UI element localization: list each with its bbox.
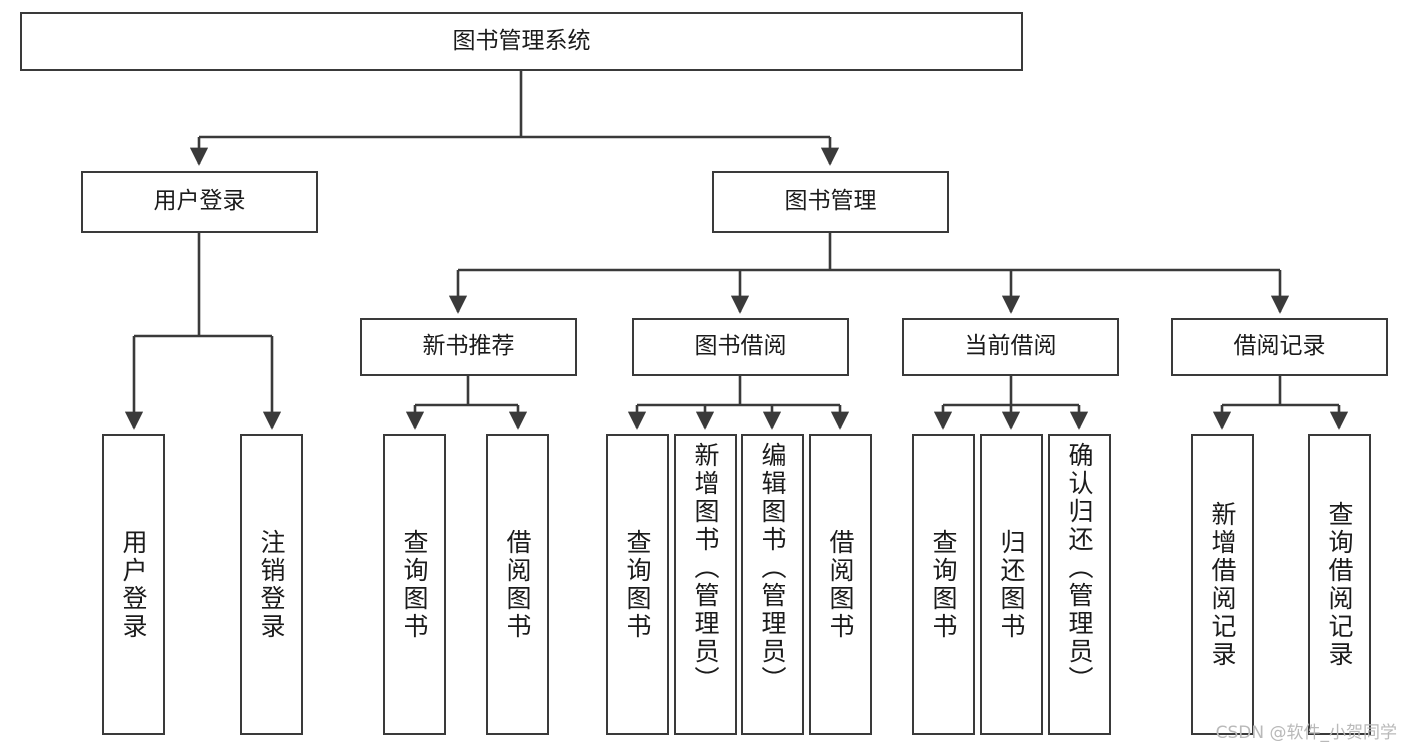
node-label: 借阅图书 (826, 528, 855, 641)
node-label: 图书管理 (784, 188, 877, 215)
node-new-book-recommend[interactable]: 新书推荐 (360, 318, 577, 376)
node-book-management[interactable]: 图书管理 (712, 171, 949, 233)
leaf-new-book-borrow[interactable]: 借阅图书 (486, 434, 549, 735)
node-label: 借阅记录 (1233, 333, 1326, 360)
node-user-login[interactable]: 用户登录 (81, 171, 318, 233)
node-label: 图书借阅 (694, 333, 787, 360)
csdn-watermark: CSDN @软件_小贺同学 (1215, 723, 1397, 743)
node-label: 查询图书 (929, 528, 958, 641)
node-book-borrow[interactable]: 图书借阅 (632, 318, 849, 376)
node-label: 当前借阅 (964, 333, 1057, 360)
leaf-book-borrow-add[interactable]: 新增图书（管理员） (674, 434, 737, 735)
node-root-system[interactable]: 图书管理系统 (20, 12, 1023, 71)
leaf-book-borrow-edit[interactable]: 编辑图书（管理员） (741, 434, 804, 735)
node-label: 确认归还（管理员） (1065, 442, 1094, 694)
node-label: 用户登录 (119, 528, 148, 641)
node-label: 图书管理系统 (452, 27, 591, 54)
leaf-current-borrow-confirm-return[interactable]: 确认归还（管理员） (1048, 434, 1111, 735)
leaf-book-borrow-borrow[interactable]: 借阅图书 (809, 434, 872, 735)
node-borrow-record[interactable]: 借阅记录 (1171, 318, 1388, 376)
node-current-borrow[interactable]: 当前借阅 (902, 318, 1119, 376)
node-label: 查询借阅记录 (1325, 500, 1354, 669)
node-label: 查询图书 (400, 528, 429, 641)
leaf-current-borrow-return[interactable]: 归还图书 (980, 434, 1043, 735)
node-label: 借阅图书 (503, 528, 532, 641)
node-label: 用户登录 (153, 188, 246, 215)
leaf-new-book-query[interactable]: 查询图书 (383, 434, 446, 735)
node-label: 新增图书（管理员） (691, 442, 720, 694)
node-label: 新增借阅记录 (1208, 500, 1237, 669)
leaf-borrow-record-add[interactable]: 新增借阅记录 (1191, 434, 1254, 735)
node-label: 查询图书 (623, 528, 652, 641)
leaf-current-borrow-query[interactable]: 查询图书 (912, 434, 975, 735)
node-label: 新书推荐 (422, 333, 515, 360)
leaf-user-login-login[interactable]: 用户登录 (102, 434, 165, 735)
node-label: 注销登录 (257, 528, 286, 641)
node-label: 归还图书 (997, 528, 1026, 641)
leaf-book-borrow-query[interactable]: 查询图书 (606, 434, 669, 735)
leaf-borrow-record-query[interactable]: 查询借阅记录 (1308, 434, 1371, 735)
leaf-user-login-logout[interactable]: 注销登录 (240, 434, 303, 735)
node-label: 编辑图书（管理员） (758, 442, 787, 694)
